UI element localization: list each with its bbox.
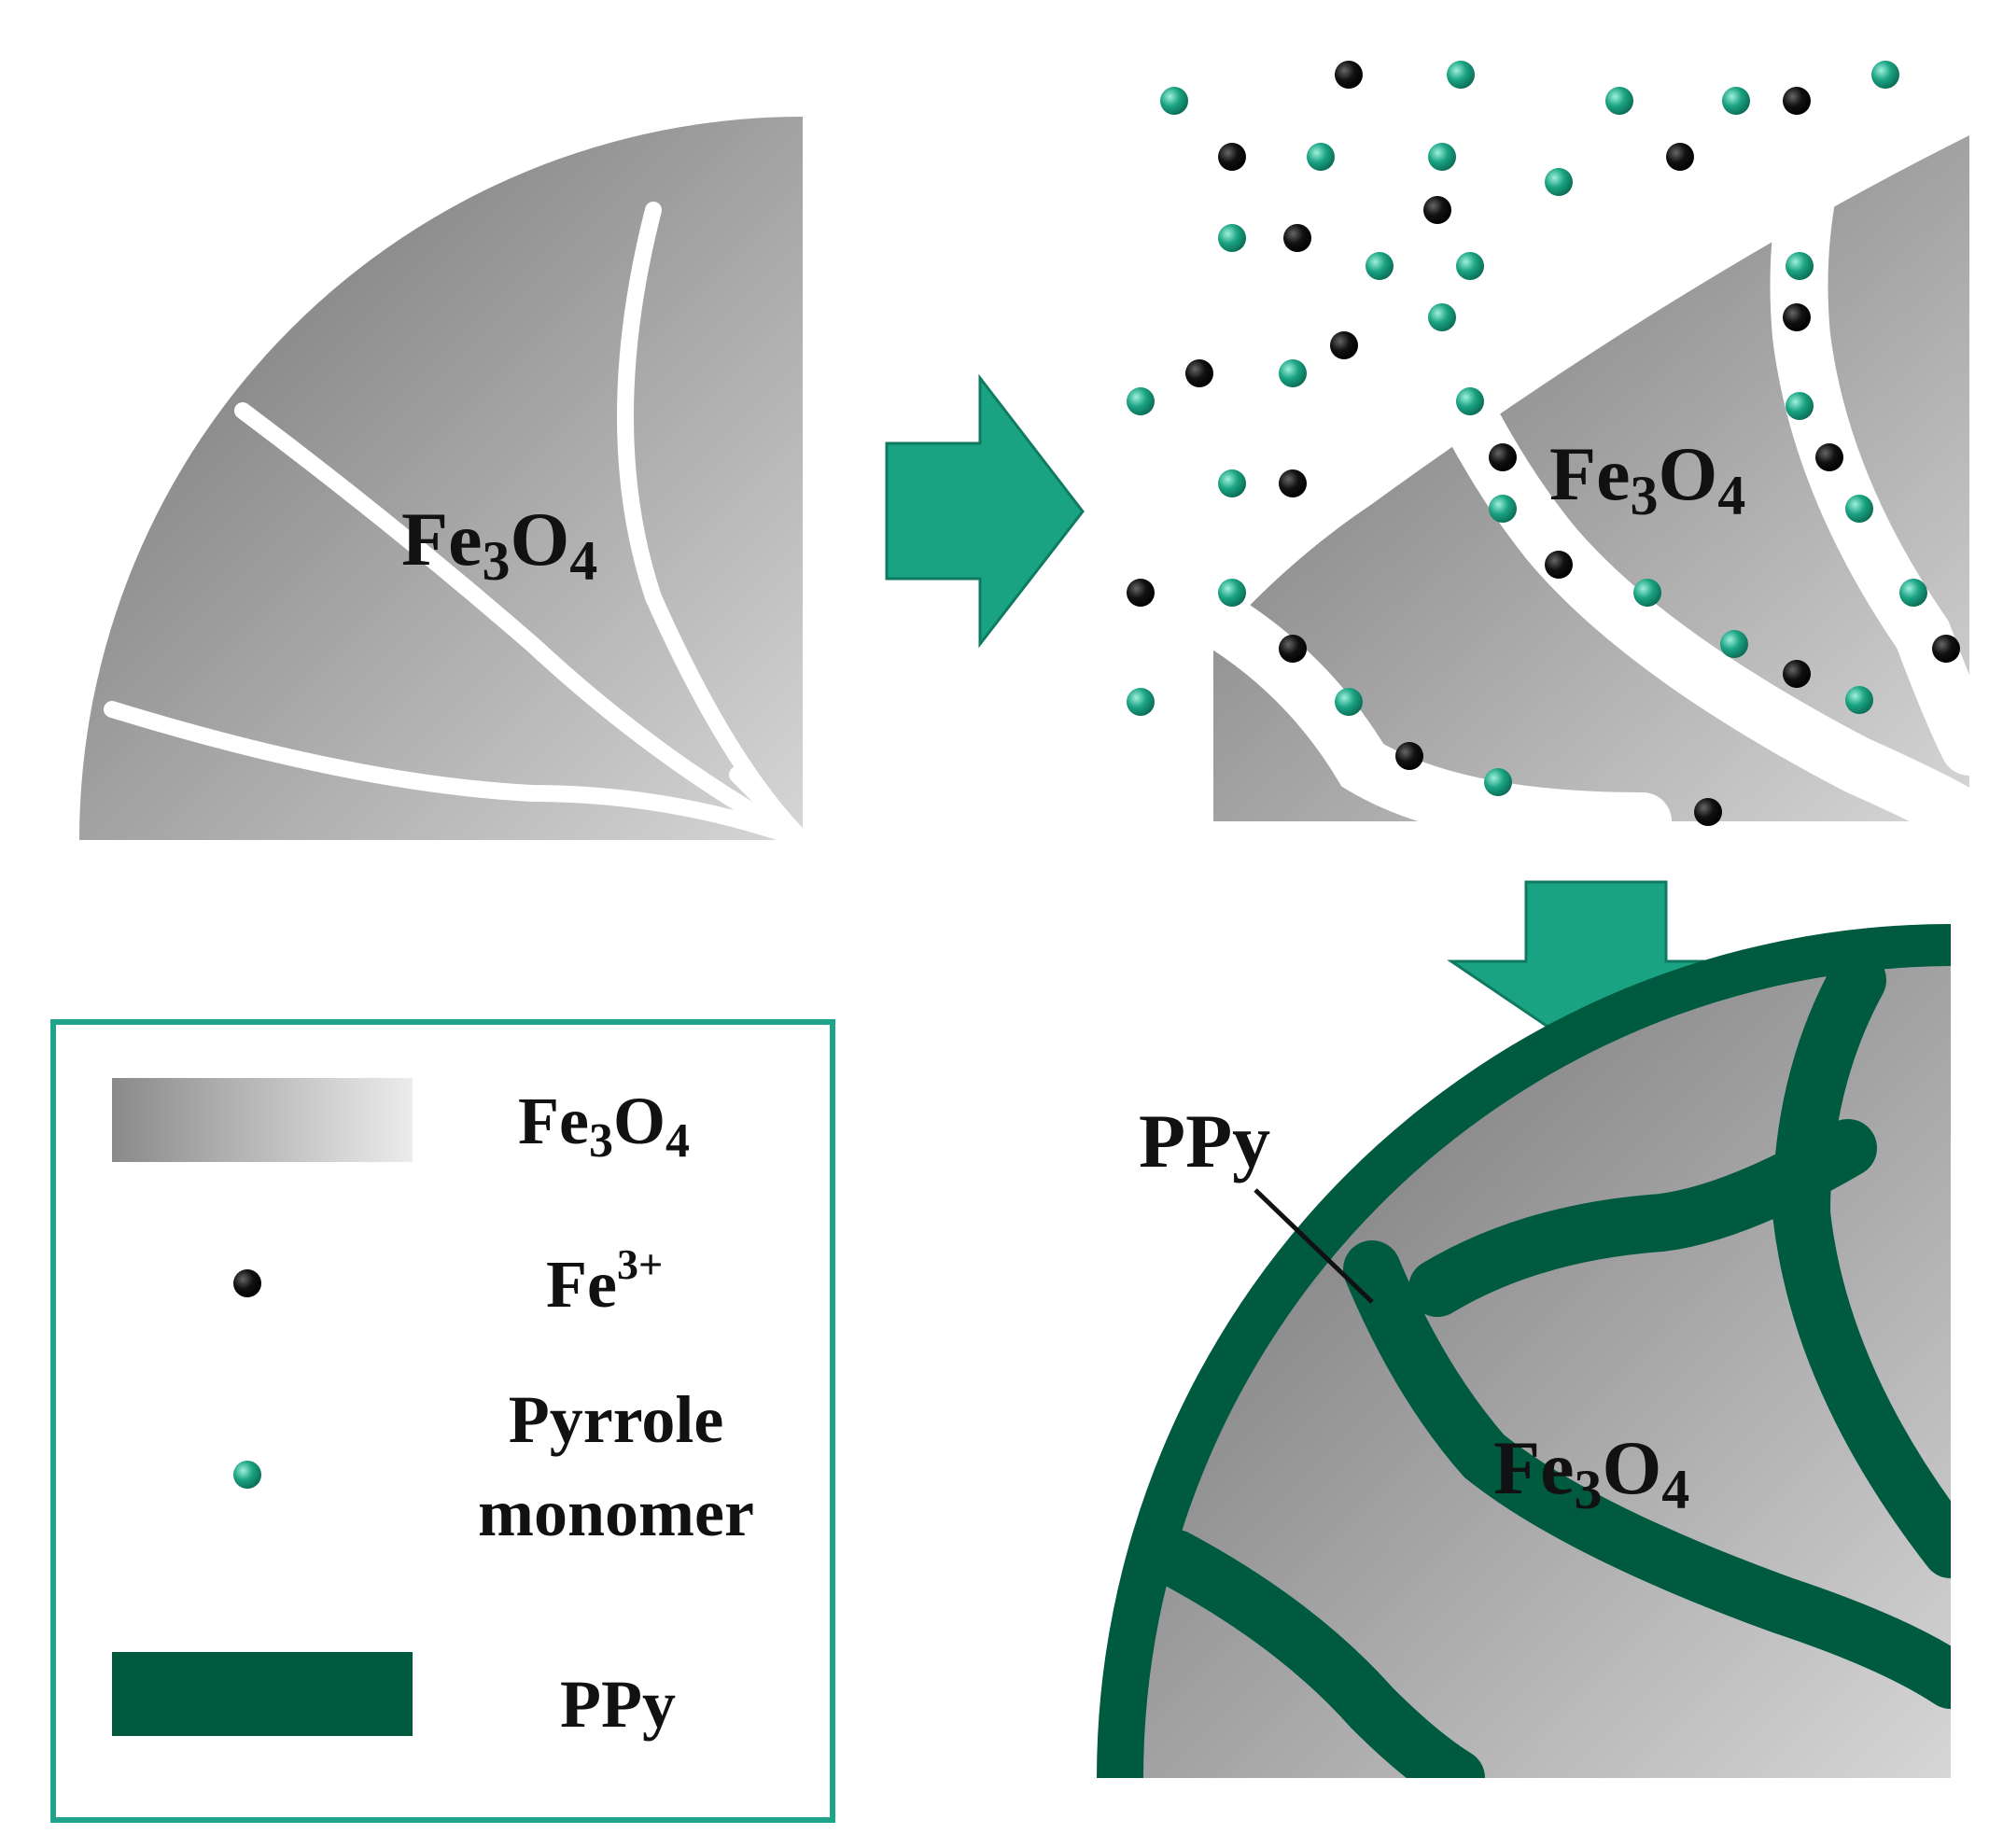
fe3plus-ion-dot <box>1694 798 1722 826</box>
fe3plus-ion-dot <box>1335 61 1363 89</box>
pyrrole-monomer-dot <box>1786 392 1814 420</box>
gradient-bar-icon <box>112 1078 413 1162</box>
pyrrole-monomer-dot <box>1335 688 1363 716</box>
arrow-right-icon <box>885 373 1085 649</box>
pyrrole-monomer-dot <box>1218 579 1246 607</box>
pyrrole-monomer-dot <box>1720 630 1748 658</box>
fe3plus-ion-dot <box>1185 359 1213 387</box>
solution-species <box>1127 61 1960 826</box>
coated-core-label: Fe3O4 <box>1493 1425 1689 1520</box>
pyrrole-monomer-dot <box>1428 303 1456 331</box>
pyrrole-monomer-dot <box>1722 87 1750 115</box>
pyrrole-monomer-dot <box>1786 252 1814 280</box>
pyrrole-monomer-dot <box>1218 469 1246 497</box>
pyrrole-monomer-dot <box>1127 387 1155 415</box>
fe3plus-ion-dot <box>1279 469 1307 497</box>
pyrrole-monomer-dot <box>1845 495 1873 523</box>
coated-fe3o4-particle: Fe3O4 PPy <box>1097 924 1951 1778</box>
legend-frame <box>50 1019 835 1823</box>
fe3plus-ion-dot <box>1330 331 1358 359</box>
legend: Fe3O4 Fe3+ Pyrrole monomer PPy <box>50 1019 835 1823</box>
fe3plus-ion-dot <box>1815 443 1843 471</box>
fe3plus-ion-dot <box>1783 87 1811 115</box>
pyrrole-monomer-dot <box>1633 579 1661 607</box>
pyrrole-monomer-dot <box>1484 768 1512 796</box>
pyrrole-monomer-dot <box>1605 87 1633 115</box>
pyrrole-monomer-dot <box>1456 252 1484 280</box>
pyrrole-monomer-dot <box>1845 686 1873 714</box>
pyrrole-monomer-dot <box>1366 252 1394 280</box>
fe3plus-ion-dot <box>1283 224 1311 252</box>
pyrrole-monomer-dot <box>1871 61 1899 89</box>
fe3plus-ion-dot <box>1783 303 1811 331</box>
fe3plus-ion-dot <box>1127 579 1155 607</box>
pyrrole-monomer-dot <box>1447 61 1475 89</box>
pyrrole-monomer-dot <box>1899 579 1927 607</box>
fe3plus-ion-dot <box>1666 143 1694 171</box>
pyrrole-monomer-dot <box>1127 688 1155 716</box>
pyrrole-monomer-dot <box>1489 495 1517 523</box>
adsorbed-fe3o4-particle: Fe3O4 <box>1184 111 1998 850</box>
pyrrole-monomer-dot <box>1279 359 1307 387</box>
fe3plus-ion-dot <box>1279 635 1307 663</box>
fe3plus-ion-dot <box>1423 196 1451 224</box>
pyrrole-monomer-dot <box>1456 387 1484 415</box>
ppy-callout-label: PPy <box>1139 1099 1270 1183</box>
crack-channels <box>104 202 811 848</box>
adsorbed-core-label: Fe3O4 <box>1549 431 1745 526</box>
legend-label-fe3o4: Fe3O4 <box>518 1084 690 1168</box>
pyrrole-monomer-dot <box>1428 143 1456 171</box>
fe3plus-ion-dot <box>1395 742 1423 770</box>
dark-green-bar-icon <box>112 1652 413 1736</box>
legend-label-pyrrole: Pyrrole <box>509 1382 724 1457</box>
legend-label-fe3plus: Fe3+ <box>546 1240 663 1322</box>
green-dot-icon <box>233 1461 261 1489</box>
legend-label-monomer: monomer <box>478 1476 754 1550</box>
fe3plus-ion-dot <box>1545 551 1573 579</box>
initial-core-label: Fe3O4 <box>401 497 597 592</box>
pyrrole-monomer-dot <box>1545 168 1573 196</box>
fe3plus-ion-dot <box>1489 443 1517 471</box>
fe3plus-ion-dot <box>1932 635 1960 663</box>
pyrrole-monomer-dot <box>1160 87 1188 115</box>
fe3plus-ion-dot <box>1218 143 1246 171</box>
ppy-callout-line <box>1254 1188 1374 1304</box>
initial-fe3o4-particle: Fe3O4 <box>79 117 811 848</box>
pyrrole-monomer-dot <box>1218 224 1246 252</box>
pyrrole-monomer-dot <box>1307 143 1335 171</box>
ppy-channels <box>1147 951 1951 1778</box>
legend-label-ppy: PPy <box>560 1667 676 1742</box>
fe3plus-ion-dot <box>1783 660 1811 688</box>
black-dot-icon <box>233 1269 261 1297</box>
